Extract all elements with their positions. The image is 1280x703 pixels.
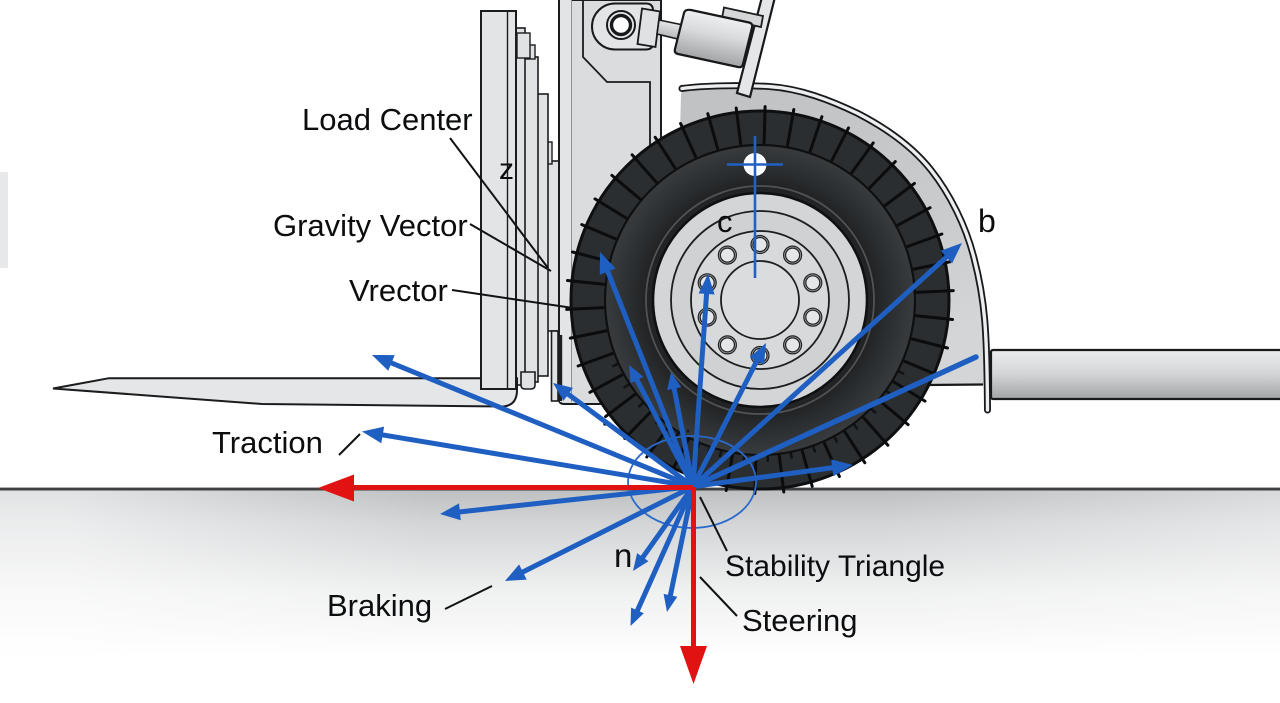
svg-text:c: c — [717, 204, 733, 239]
svg-text:Vrector: Vrector — [349, 273, 448, 308]
svg-text:Gravity Vector: Gravity Vector — [273, 208, 468, 243]
svg-text:Steering: Steering — [742, 603, 857, 638]
svg-text:z: z — [499, 153, 514, 186]
svg-text:n: n — [614, 537, 632, 574]
svg-text:Stability Triangle: Stability Triangle — [725, 550, 945, 583]
svg-text:b: b — [978, 203, 996, 239]
svg-text:Braking: Braking — [327, 588, 432, 623]
svg-text:Traction: Traction — [212, 425, 323, 460]
svg-text:Load Center: Load Center — [302, 102, 473, 137]
